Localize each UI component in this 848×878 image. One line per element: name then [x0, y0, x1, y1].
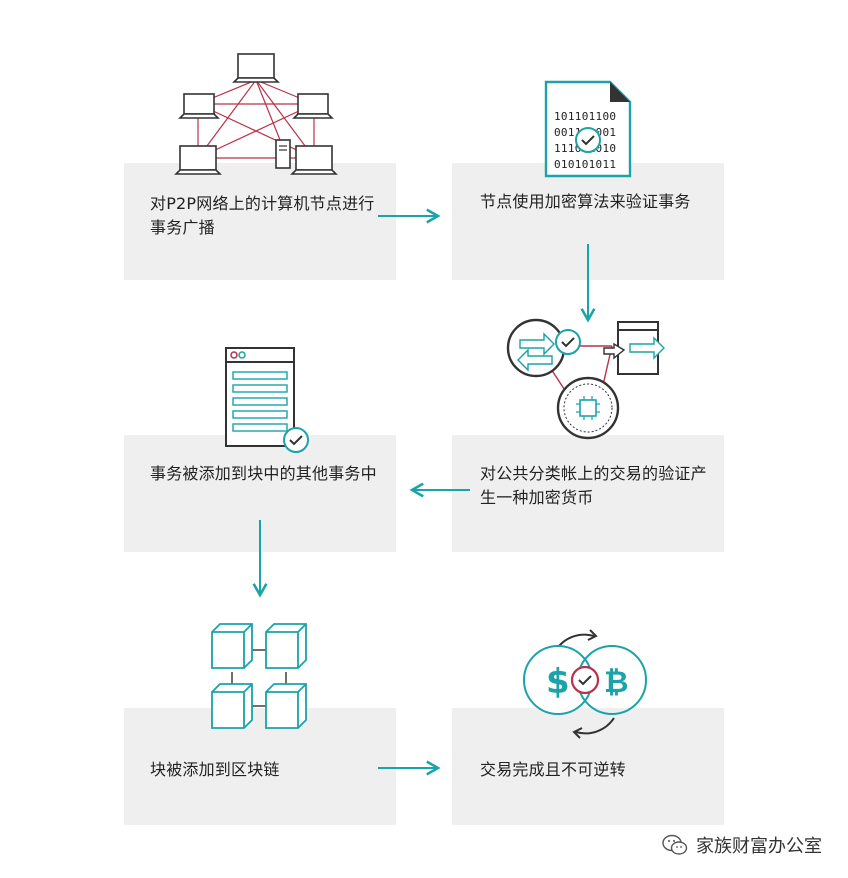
bitcoin-icon: ₿ [604, 665, 628, 700]
step-text-complete: 交易完成且不可逆转 [480, 760, 626, 779]
step-card-complete [452, 708, 724, 825]
dollar-bitcoin-exchange-icon: $ ₿ [523, 629, 647, 739]
p2p-network-icon [174, 53, 338, 175]
check-icon [555, 329, 581, 355]
step-text-crypto: 对公共分类帐上的交易的验证产生一种加密货币 [480, 464, 707, 507]
dollar-icon: $ [546, 662, 570, 702]
watermark-text: 家族财富办公室 [696, 836, 822, 857]
blockchain-cubes-icon [211, 623, 307, 729]
check-icon [570, 665, 600, 695]
step-text-add-to-block: 事务被添加到块中的其他事务中 [150, 464, 377, 483]
wechat-icon [662, 834, 688, 855]
crypto-exchange-icon [506, 318, 665, 440]
block-form-icon [225, 347, 309, 453]
binary-document-icon: 101101100 001101001 111011010 010101011 [544, 80, 632, 178]
step-text-broadcast: 对P2P网络上的计算机节点进行事务广播 [150, 194, 375, 237]
check-icon [575, 127, 601, 153]
step-card-broadcast [124, 163, 396, 280]
step-card-blockchain [124, 708, 396, 825]
binary-line-1: 101101100 [554, 110, 616, 123]
check-icon [283, 427, 309, 453]
watermark: 家族财富办公室 [662, 832, 822, 858]
step-text-validate: 节点使用加密算法来验证事务 [480, 192, 691, 211]
step-card-crypto [452, 435, 724, 552]
step-text-blockchain: 块被添加到区块链 [150, 760, 280, 779]
binary-line-4: 010101011 [554, 158, 616, 171]
